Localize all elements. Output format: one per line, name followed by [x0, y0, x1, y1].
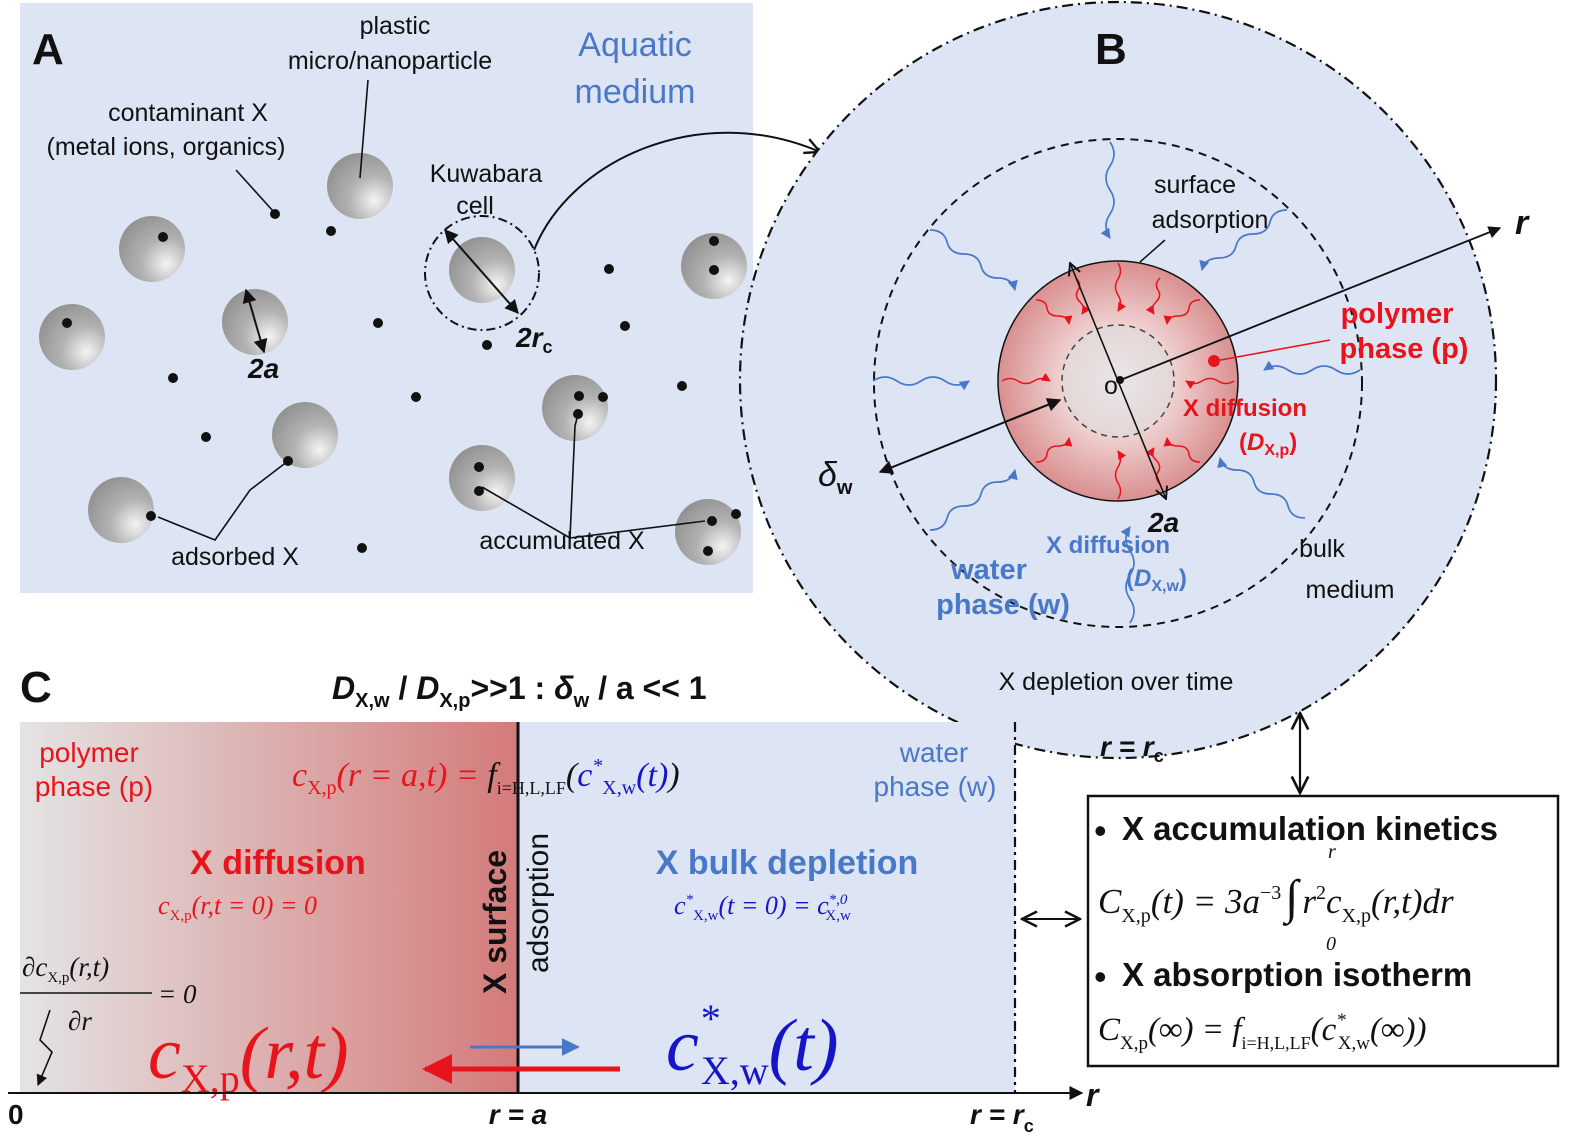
- polymer-region: [20, 722, 518, 1092]
- big-cw-expression: c*X,w(t): [666, 996, 839, 1093]
- r-axis-label-b: r: [1515, 204, 1530, 242]
- two-a-label: 2a: [247, 353, 279, 384]
- particle: [542, 375, 608, 441]
- particle: [272, 402, 338, 468]
- x-diffusion-w-label: X diffusion: [1046, 532, 1170, 559]
- plastic-label-2: micro/nanoparticle: [288, 47, 492, 75]
- neumann-pointer: [36, 1009, 53, 1087]
- polymer-dot: [1208, 355, 1220, 367]
- equation-box: • X accumulation kinetics CX,p(t) = 3a−3…: [1086, 794, 1560, 1068]
- isotherm-bullet: •: [1094, 956, 1107, 997]
- delta-w-arrow-2: [1009, 399, 1061, 421]
- polymer-label-2: phase (p): [1340, 333, 1469, 365]
- adsorbed-label: adsorbed X: [171, 543, 299, 571]
- water-label-c-2: phase (w): [874, 771, 997, 802]
- d-xw-label: (DX,w): [1126, 565, 1187, 595]
- kuwabara-label-1: Kuwabara: [430, 160, 543, 188]
- panel-c-letter: C: [20, 663, 52, 712]
- kuwabara-cell-outline: [424, 215, 540, 331]
- two-rc-label: 2rc: [515, 322, 552, 357]
- polymer-label-c-1: polymer: [39, 737, 139, 768]
- neumann-numerator: ∂cX,p(r,t): [22, 952, 109, 986]
- big-cp-expression: cX,p(r,t): [148, 1013, 349, 1101]
- surface-adsorption-leader: [1139, 239, 1166, 263]
- depletion-boundary: [873, 138, 1363, 628]
- two-a-label-b: 2a: [1147, 507, 1179, 538]
- kinetics-equation: CX,p(t) = 3a−3∫r2cX,p(r,t)dr: [1098, 871, 1454, 927]
- isotherm-equation: CX,p(∞) = fi=H,L,LF(c*X,w(∞)): [1098, 1010, 1426, 1054]
- integral-lower-limit: 0: [1326, 933, 1336, 955]
- contaminant-dots: [62, 209, 741, 556]
- kinetics-bullet: •: [1094, 810, 1107, 851]
- surface-label-2: adsorption: [1152, 206, 1269, 234]
- water-diffusion-arrows: [872, 141, 1361, 624]
- bulk-label-2: medium: [1306, 576, 1395, 604]
- axis-r-eq-rc: r = rc: [970, 1099, 1034, 1136]
- origin-label: o: [1104, 372, 1118, 400]
- water-label-2: phase (w): [936, 589, 1070, 621]
- r-eq-rc-b: r = rc: [1100, 731, 1164, 766]
- particle: [88, 477, 154, 543]
- axis-r-eq-a: r = a: [489, 1099, 547, 1130]
- depletion-label: X depletion over time: [999, 668, 1234, 696]
- aquatic-medium-label-2: medium: [575, 73, 696, 111]
- x-surface-label: X surface: [477, 850, 513, 994]
- water-region: [518, 722, 1015, 1092]
- water-label-1: water: [950, 554, 1027, 586]
- initial-condition-p: cX,p(r,t = 0) = 0: [158, 891, 317, 924]
- neumann-denominator: ∂r: [68, 1006, 92, 1036]
- panel-b-letter: B: [1095, 25, 1127, 74]
- bulk-label-1: bulk: [1299, 535, 1345, 563]
- aquatic-medium-label-1: Aquatic: [578, 26, 691, 64]
- water-label-c-1: water: [899, 737, 968, 768]
- equation-box-frame: [1086, 794, 1560, 1068]
- accumulated-label: accumulated X: [479, 527, 645, 555]
- panel-c: C DX,w / DX,p>>1 : δw / a << 1 polymer p…: [8, 663, 1100, 1136]
- zoom-arrow: [533, 131, 820, 251]
- surface-label-1: surface: [1154, 171, 1236, 199]
- panel-a: A Aquatic medium plastic micro/nanoparti…: [20, 3, 820, 593]
- particle: [327, 153, 393, 219]
- two-a-arrow: [242, 288, 268, 354]
- neumann-equals: = 0: [158, 979, 197, 1009]
- axis-zero: 0: [8, 1099, 24, 1130]
- x-diffusion-p-label: X diffusion: [1183, 395, 1307, 422]
- isotherm-title: X absorption isotherm: [1122, 956, 1472, 993]
- ratio-condition: DX,w / DX,p>>1 : δw / a << 1: [332, 670, 707, 712]
- adsorption-label: adsorption: [522, 833, 555, 973]
- contaminant-label-1: contaminant X: [108, 99, 268, 127]
- d-xp-label: (DX,p): [1239, 429, 1297, 459]
- particle: [675, 499, 741, 565]
- particle: [449, 445, 515, 511]
- kinetics-title: X accumulation kinetics: [1122, 810, 1498, 847]
- polymer-label-c-2: phase (p): [35, 771, 153, 802]
- panel-a-letter: A: [32, 25, 64, 74]
- polymer-label-1: polymer: [1341, 298, 1454, 330]
- particle: [119, 216, 185, 282]
- two-rc-arrow: [444, 228, 519, 315]
- contaminant-label-2: (metal ions, organics): [47, 133, 286, 161]
- r-axis-b: [1117, 226, 1502, 382]
- x-diffusion-c-label: X diffusion: [190, 844, 366, 882]
- panel-b: B surface a: [738, 0, 1530, 793]
- boundary-condition: cX,p(r = a,t) = fi=H,L,LF(c*X,w(t)): [292, 755, 680, 799]
- integral-upper-limit: r: [1328, 841, 1336, 863]
- leader-lines: [157, 79, 706, 541]
- particle: [39, 304, 105, 370]
- delta-w-label: δw: [818, 456, 853, 499]
- polymer-leader: [1214, 339, 1331, 362]
- plastic-label-1: plastic: [360, 12, 431, 40]
- axis-r-label: r: [1086, 1077, 1100, 1113]
- origin-dot: [1116, 376, 1124, 384]
- x-bulk-label: X bulk depletion: [656, 844, 919, 882]
